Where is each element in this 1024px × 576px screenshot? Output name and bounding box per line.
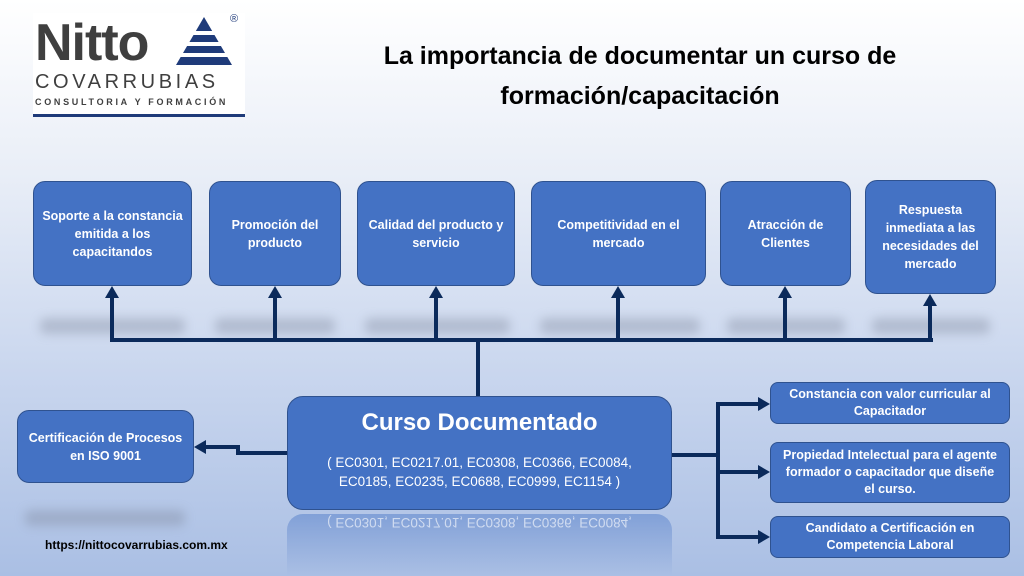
connector	[476, 338, 480, 397]
arrow-up-icon	[778, 286, 792, 298]
benefit-box: Calidad del producto y servicio	[357, 181, 515, 286]
outcome-box: Candidato a Certificación en Competencia…	[770, 516, 1010, 558]
connector	[783, 297, 787, 340]
shadow	[25, 510, 185, 526]
benefit-box: Respuesta inmediata a las necesidades de…	[865, 180, 996, 294]
connector	[434, 297, 438, 340]
iso-box: Certificación de Procesos en ISO 9001	[17, 410, 194, 483]
arrow-right-icon	[758, 465, 770, 479]
connector	[110, 297, 114, 340]
arrow-right-icon	[758, 530, 770, 544]
connector	[205, 445, 240, 449]
logo-tagline: CONSULTORIA Y FORMACIÓN	[35, 97, 229, 107]
center-title: Curso Documentado	[361, 409, 598, 436]
shadow	[540, 318, 700, 334]
center-reflection: ( EC0301, EC0217.01, EC0308, EC0366, EC0…	[287, 514, 672, 576]
benefit-box: Atracción de Clientes	[720, 181, 851, 286]
arrow-left-icon	[194, 440, 206, 454]
arrow-right-icon	[758, 397, 770, 411]
pyramid-icon	[176, 17, 232, 65]
reflection-text: ( EC0301, EC0217.01, EC0308, EC0366, EC0…	[327, 515, 632, 530]
arrow-up-icon	[611, 286, 625, 298]
connector	[716, 535, 759, 539]
logo: Nitto ® COVARRUBIAS CONSULTORIA Y FORMAC…	[33, 13, 245, 117]
benefit-box: Soporte a la constancia emitida a los ca…	[33, 181, 192, 286]
connector	[672, 453, 720, 457]
benefit-box: Promoción del producto	[209, 181, 341, 286]
connector	[236, 451, 287, 455]
logo-name: Nitto	[35, 14, 149, 72]
arrow-up-icon	[429, 286, 443, 298]
center-box: Curso Documentado ( EC0301, EC0217.01, E…	[287, 396, 672, 510]
connector	[110, 338, 933, 342]
registered-mark: ®	[230, 13, 239, 25]
connector	[236, 445, 240, 455]
website-link[interactable]: https://nittocovarrubias.com.mx	[45, 538, 228, 552]
connector	[616, 297, 620, 340]
connector	[273, 297, 277, 340]
outcome-box: Constancia con valor curricular al Capac…	[770, 382, 1010, 424]
connector	[716, 470, 759, 474]
logo-sub: COVARRUBIAS	[35, 71, 219, 93]
connector	[928, 305, 932, 340]
arrow-up-icon	[105, 286, 119, 298]
outcome-box: Propiedad Intelectual para el agente for…	[770, 442, 1010, 503]
connector	[716, 402, 759, 406]
logo-underline	[33, 114, 245, 117]
page-title: La importancia de documentar un curso de…	[383, 42, 897, 110]
arrow-up-icon	[923, 294, 937, 306]
center-codes: ( EC0301, EC0217.01, EC0308, EC0366, EC0…	[327, 455, 632, 489]
arrow-up-icon	[268, 286, 282, 298]
benefit-box: Competitividad en el mercado	[531, 181, 706, 286]
